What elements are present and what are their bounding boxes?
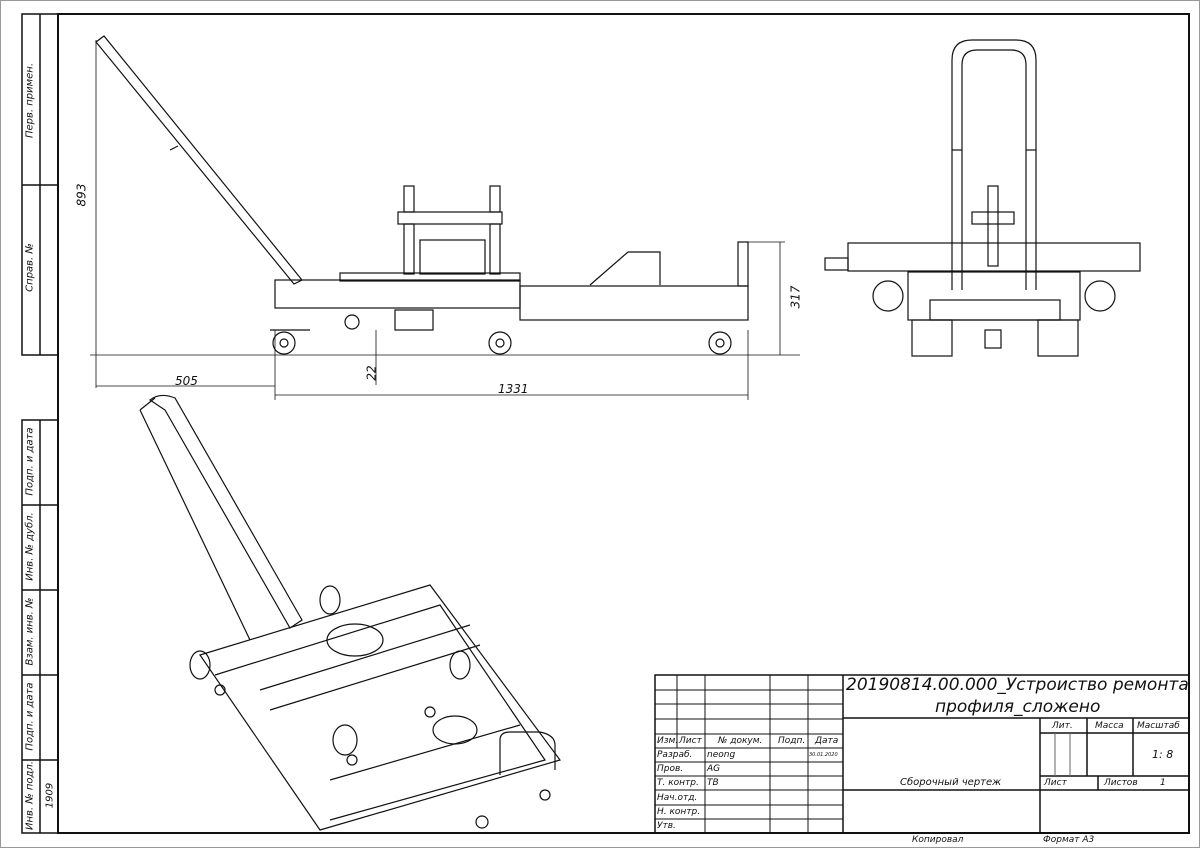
perv-primen-label: Перв. примен. [24,62,36,139]
drawing-title-line2: профиля_сложено [935,697,1101,717]
row-name: TB [707,778,719,788]
inv-podl-label: Инв. № подл. [24,761,36,830]
sheets-value: 1 [1160,778,1166,788]
lit-label: Лит. [1052,721,1073,731]
row-role: Пров. [657,764,684,774]
dim-length: 1331 [498,382,529,396]
header-data: Дата [815,736,839,746]
drawing-title-line1: 20190814.00.000_Устроиство ремонта [846,675,1189,695]
row-role: Разраб. [657,750,693,760]
inv-podl-value: 1909 [44,782,56,809]
header-podp: Подп. [778,736,806,746]
row-role: Т. контр. [657,778,699,788]
podp-data-label-2: Подп. и дата [24,682,36,751]
scale-value: 1: 8 [1152,748,1174,761]
header-doc-no: № докум. [718,736,763,746]
vzam-inv-label: Взам. инв. № [24,597,36,666]
row-role: Нач.отд. [657,793,698,803]
row-name: neong [707,750,736,760]
masshtab-label: Масштаб [1137,721,1180,731]
row-role: Утв. [657,821,676,831]
inv-dubl-label: Инв. № дубл. [24,512,36,581]
row-role: Н. контр. [657,807,701,817]
dimension-lines [90,40,800,400]
dim-handle-offset: 505 [175,374,198,388]
massa-label: Масса [1095,721,1124,731]
side-view [95,35,749,355]
title-block-grid [654,674,1190,834]
dim-height-total: 893 [74,183,89,207]
copied-label: Копировал [912,835,964,845]
format-label: Формат А3 [1043,835,1095,845]
sheet-label: Лист [1044,778,1067,788]
front-view [824,39,1141,357]
side-strip-frame [21,13,59,834]
header-izm: Изм. [657,736,679,746]
row-name: AG [707,764,721,774]
doc-type: Сборочный чертеж [900,777,1002,788]
sprav-no-label: Справ. № [24,243,36,292]
dim-clearance: 22 [364,365,379,381]
dim-height-body: 317 [788,285,803,309]
isometric-view [139,394,561,831]
podp-data-label-1: Подп. и дата [24,427,36,496]
header-list: Лист [679,736,702,746]
sheets-label: Листов [1104,778,1138,788]
row-date: 30.01.2020 [809,752,838,758]
